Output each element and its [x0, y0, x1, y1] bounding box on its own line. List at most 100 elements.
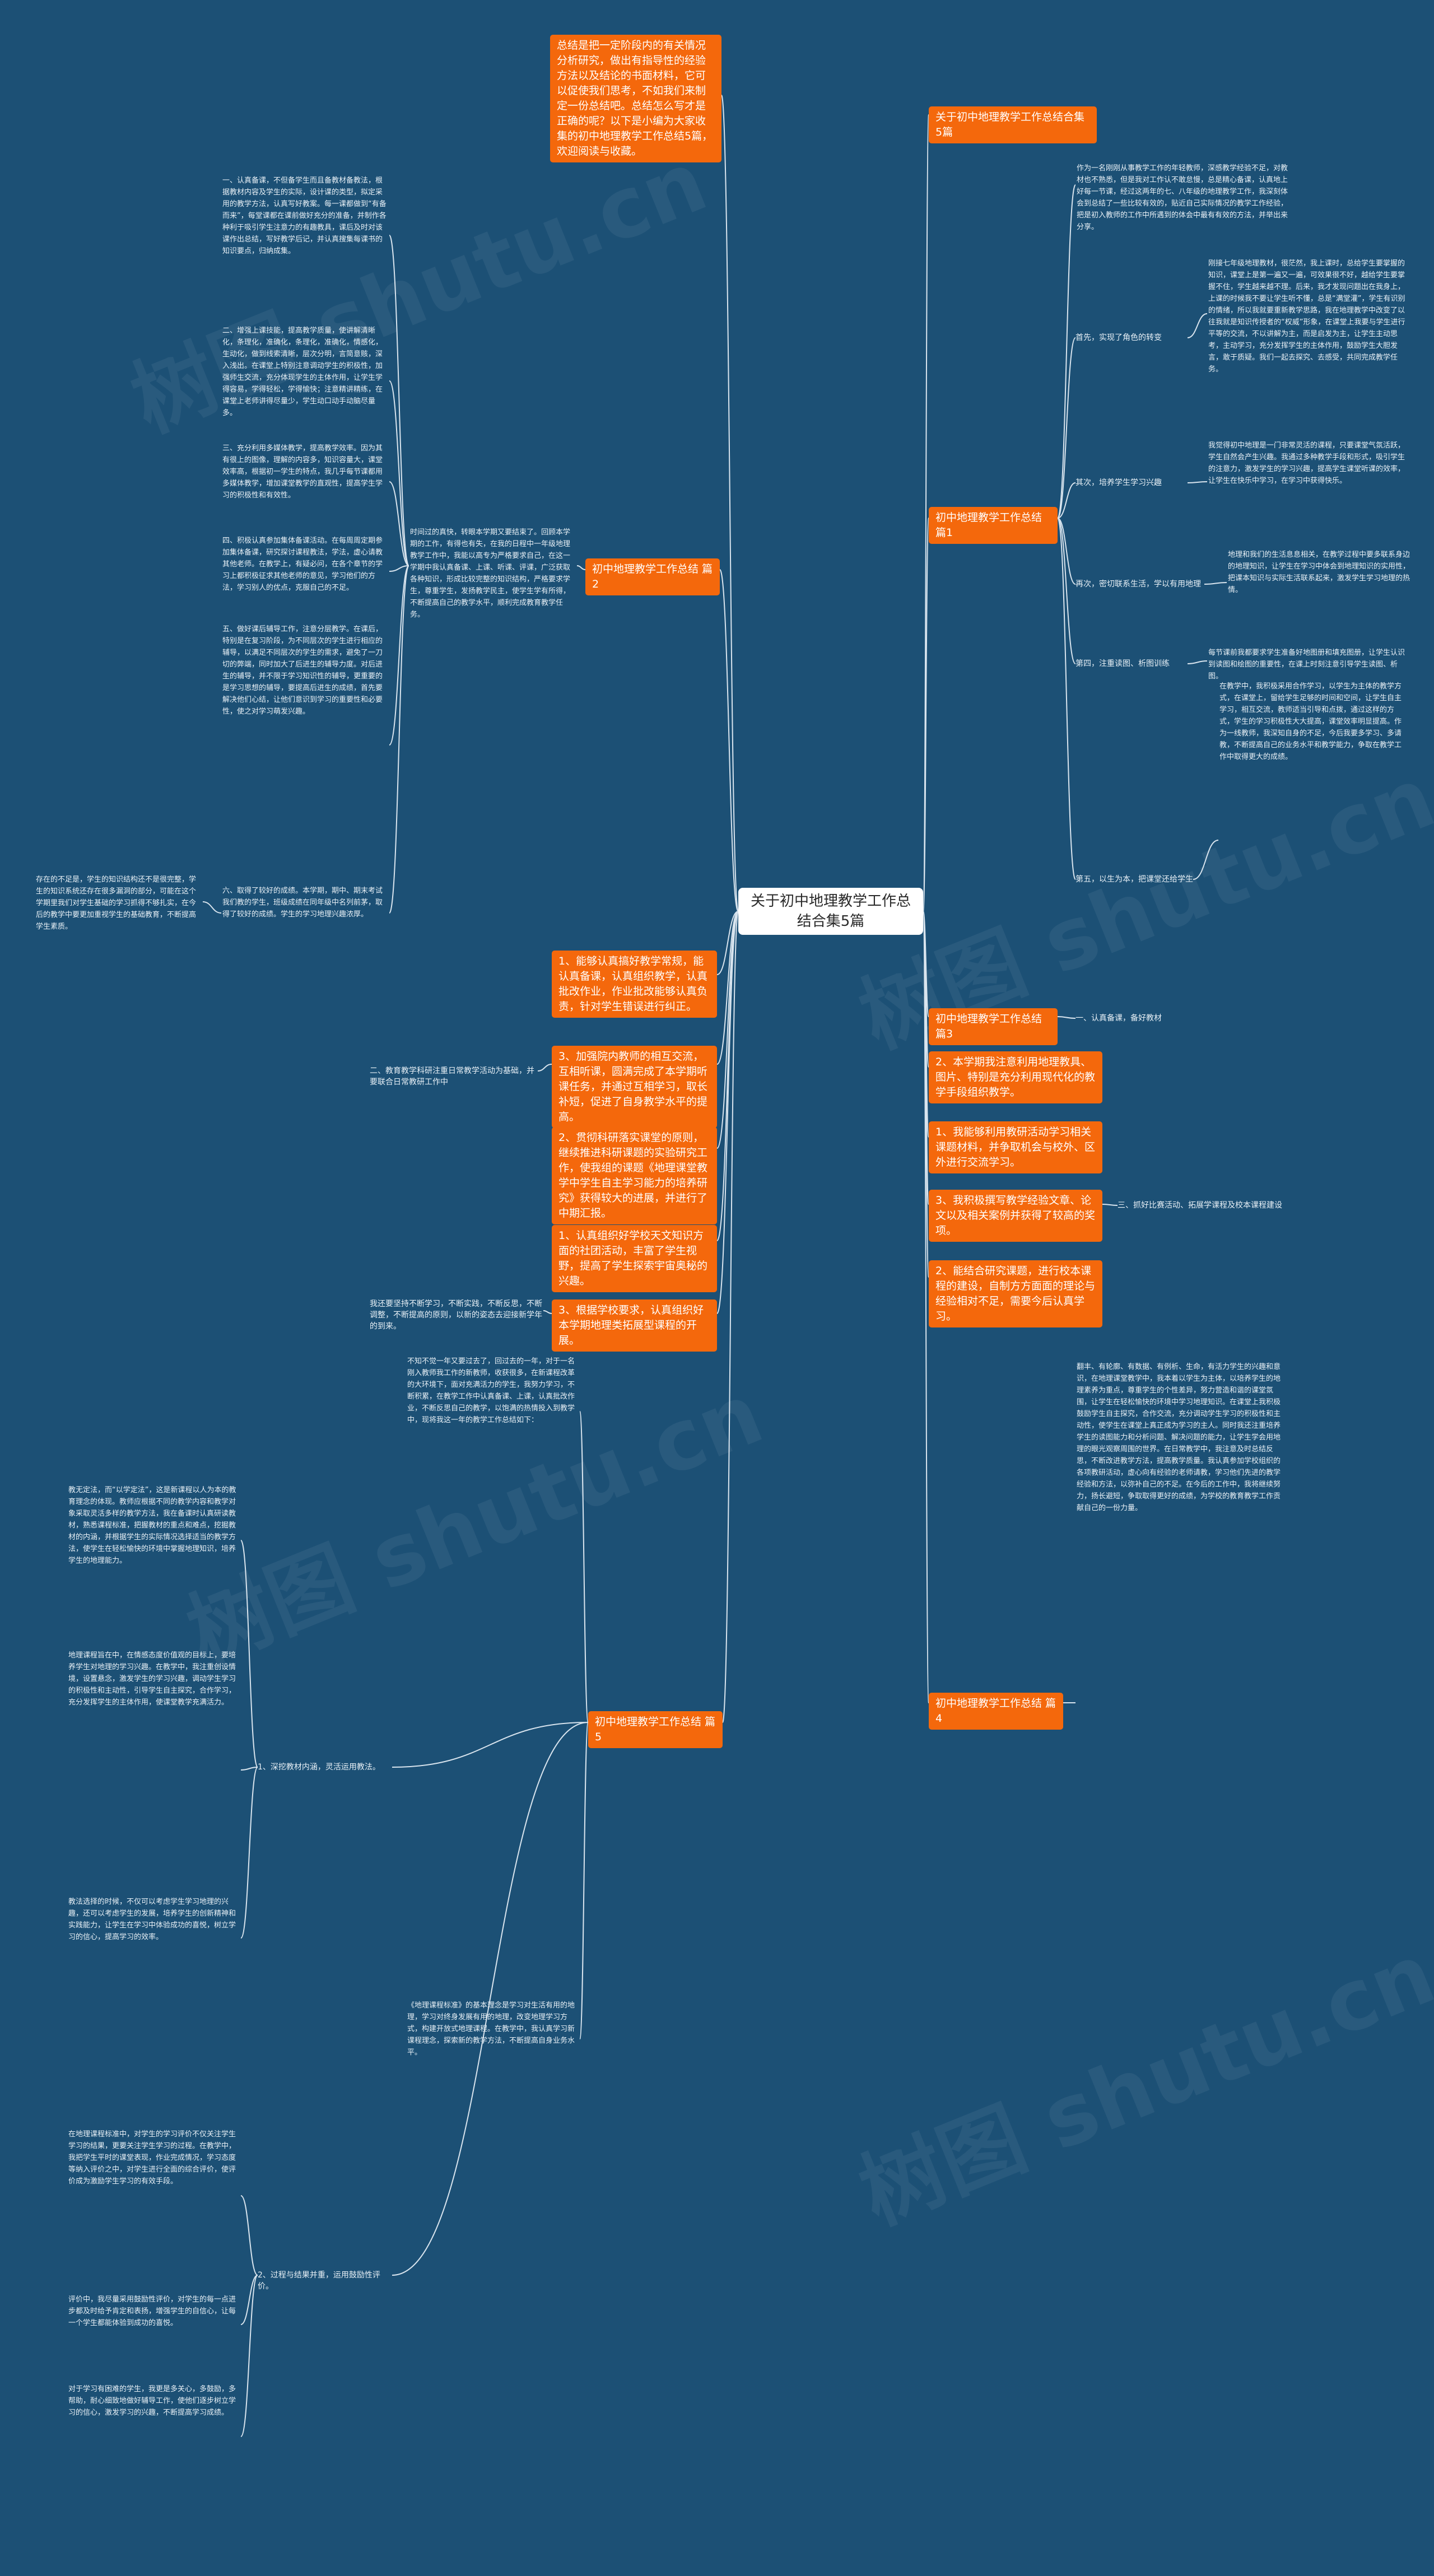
- p2-intro: 时间过的真快，转眼本学期又要结束了。回顾本学期的工作，有得也有失，在我的日程中一…: [410, 528, 571, 619]
- p2-item: 三、充分利用多媒体教学，提高教学效率。因为其有很上的图像，理解的内容多，知识容量…: [222, 444, 383, 500]
- connector-line: [1187, 660, 1208, 664]
- p2-item: 六、取得了较好的成绩。本学期，期中、期末考试我们教的学生，班级成绩在同年级中名列…: [222, 887, 383, 919]
- p1-intro: 作为一名刚刚从事教学工作的年轻教师，深感教学经验不足，对教材也不熟悉，但是我对工…: [1077, 164, 1288, 231]
- intro-node[interactable]: 总结是把一定阶段内的有关情况分析研究，做出有指导性的经验方法以及结论的书面材料，…: [550, 35, 721, 162]
- intro-text: 总结是把一定阶段内的有关情况分析研究，做出有指导性的经验方法以及结论的书面材料，…: [557, 39, 713, 157]
- connector-line: [543, 1310, 552, 1314]
- connector-line: [392, 1722, 589, 1768]
- p2-item: 四、积极认真参加集体备课活动。在每周周定期参加集体备课，研究探讨课程教法，学法，…: [222, 537, 383, 592]
- p2-side-note: 存在的不足是，学生的知识结构还不是很完整，学生的知识系统还存在很多漏洞的部分，可…: [36, 875, 197, 931]
- p1-item-label: 第五，以生为本，把课堂还给学生: [1076, 875, 1193, 884]
- p2-item: 二、增强上课技能，提高教学质量，使讲解清晰化，条理化，准确化，条理化，准确化，情…: [222, 327, 383, 417]
- p1-item-text: 刚接七年级地理教材，很茫然，我上课时，总给学生要掌握的知识，课堂上是第一遍又一遍…: [1208, 259, 1405, 374]
- connector-line: [389, 380, 409, 566]
- left-item[interactable]: 3、根据学校要求，认真组织好本学期地理类拓展型课程的开展。: [552, 1299, 717, 1352]
- connector-line: [1187, 313, 1208, 338]
- p1-node[interactable]: 初中地理教学工作总结 篇1: [929, 507, 1058, 544]
- p5-item-text: 对于学习有困难的学生，我更是多关心，多鼓励，多帮助，耐心细致地做好辅导工作，使他…: [68, 2385, 236, 2417]
- connector-line: [716, 911, 739, 975]
- connector-line: [240, 2275, 258, 2437]
- connector-line: [716, 911, 739, 1065]
- connector-line: [1193, 840, 1219, 880]
- left-item[interactable]: 3、加强院内教师的相互交流，互相听课，圆满完成了本学期听课任务，并通过互相学习，…: [552, 1046, 717, 1128]
- left-item[interactable]: 1、认真组织好学校天文知识方面的社团活动，丰富了学生视野，提高了学生探索宇宙奥秘…: [552, 1225, 717, 1292]
- connector-line: [202, 901, 222, 914]
- p1-item-label: 其次，培养学生学习兴趣: [1076, 478, 1162, 487]
- left-item[interactable]: 1、能够认真搞好教学常规，能认真备课，认真组织教学，认真批改作业，作业批改能够认…: [552, 951, 717, 1018]
- left-note: 我还要坚持不断学习，不断实践，不断反思，不断调整，不断提高的原则，以新的姿态去迎…: [370, 1299, 542, 1331]
- connector-line: [719, 569, 739, 912]
- p3-title: 初中地理教学工作总结 篇3: [935, 1013, 1042, 1040]
- connector-line: [389, 235, 409, 566]
- p1-item-label: 再次，密切联系生活，学以有用地理: [1076, 580, 1201, 589]
- p1-title: 初中地理教学工作总结 篇1: [935, 511, 1042, 539]
- connector-line: [1102, 1204, 1118, 1206]
- connector-line: [389, 565, 409, 572]
- connector-line: [721, 95, 739, 912]
- p5-node[interactable]: 初中地理教学工作总结 篇5: [588, 1711, 723, 1748]
- connector-line: [722, 911, 739, 1723]
- connector-line: [923, 911, 929, 1703]
- right-item[interactable]: 2、本学期我注意利用地理教具、图片、特别是充分利用现代化的教学手段组织教学。: [929, 1051, 1102, 1103]
- connector-line: [1057, 518, 1076, 585]
- p2-item: 一、认真备课，不但备学生而且备教材备教法，根据教材内容及学生的实际，设计课的类型…: [222, 176, 387, 255]
- p1-item-text: 每节课前我都要求学生准备好地图册和填充图册，让学生认识到读图和绘图的重要性，在课…: [1208, 649, 1405, 681]
- p3-node[interactable]: 初中地理教学工作总结 篇3: [929, 1008, 1058, 1045]
- p1-item-text: 我觉得初中地理是一门非常灵活的课程，只要课堂气氛活跃，学生自然会产生兴趣。我通过…: [1208, 441, 1405, 485]
- p2-item: 五、做好课后辅导工作，注意分层教学。在课后，特别是在复习阶段，为不同层次的学生进…: [222, 625, 383, 716]
- heading-node[interactable]: 关于初中地理教学工作总结合集5篇: [929, 106, 1097, 143]
- connector-line: [1057, 184, 1076, 519]
- right-item[interactable]: 1、我能够利用教研活动学习相关课题材料，并争取机会与校外、区外进行交流学习。: [929, 1121, 1102, 1173]
- connector-line: [1057, 518, 1076, 880]
- p5-item-text: 评价中，我尽量采用鼓励性评价，对学生的每一点进步都及时给予肯定和表扬，增强学生的…: [68, 2295, 236, 2327]
- p2-node[interactable]: 初中地理教学工作总结 篇2: [585, 558, 720, 595]
- connector-line: [579, 1411, 589, 1723]
- connector-line: [923, 114, 929, 912]
- p4-title: 初中地理教学工作总结 篇4: [935, 1697, 1056, 1725]
- connector-line: [1057, 518, 1076, 664]
- connector-line: [1204, 582, 1227, 585]
- connector-line: [716, 911, 739, 1149]
- connector-line: [240, 2275, 258, 2325]
- p5-item-text: 地理课程旨在中，在情感态度价值观的目标上，要培养学生对地理的学习兴趣。在教学中，…: [68, 1651, 236, 1707]
- p5-item-text: 教无定法，而“以学定法”，这是新课程以人为本的教育理念的体现。教师应根据不同的教…: [68, 1486, 236, 1565]
- connector-line: [389, 565, 409, 914]
- connector-line: [240, 2195, 258, 2276]
- p5-title: 初中地理教学工作总结 篇5: [595, 1716, 716, 1743]
- root-title: 关于初中地理教学工作总结合集5篇: [750, 893, 911, 930]
- connector-line: [389, 565, 409, 746]
- connector-line: [1187, 481, 1208, 483]
- connector-line: [923, 518, 929, 912]
- p4-node[interactable]: 初中地理教学工作总结 篇4: [929, 1693, 1063, 1730]
- connector-line: [716, 911, 739, 1314]
- p5-item-label: 1、深挖教材内涵，灵活运用教法。: [258, 1763, 380, 1772]
- right-item[interactable]: 3、我积极撰写教学经验文章、论文以及相关案例并获得了较高的奖项。: [929, 1190, 1102, 1242]
- p4-text: 翻丰、有轮廓、有数据、有例析、生命，有活力学生的兴趣和意识，在地理课堂教学中，我…: [1077, 1363, 1281, 1512]
- p3-text: 一、认真备课，备好教材: [1076, 1014, 1162, 1023]
- connector-line: [389, 481, 409, 566]
- connector-line: [240, 1767, 258, 1771]
- left-item[interactable]: 2、贯彻科研落实课堂的原则，继续推进科研课题的实验研究工作，使我组的课题《地理课…: [552, 1127, 717, 1224]
- p1-item-label: 第四，注重读图、析图训练: [1076, 659, 1170, 668]
- p1-item-text: 地理和我们的生活息息相关，在教学过程中要多联系身边的地理知识，让学生在学习中体会…: [1228, 551, 1410, 594]
- right-item-text: 三、抓好比赛活动、拓展学课程及校本课程建设: [1118, 1201, 1282, 1210]
- connector-line: [240, 1767, 258, 1939]
- p1-item-label: 首先，实现了角色的转变: [1076, 333, 1162, 342]
- connector-line: [576, 565, 586, 570]
- p5-intro: 不知不觉一年又要过去了，回过去的一年，对于一名刚入教师我工作的新教师，收获很多，…: [407, 1357, 575, 1424]
- p1-item-text: 在教学中，我积极采用合作学习，以学生为主体的教学方式，在课堂上，留给学生足够的时…: [1219, 682, 1402, 761]
- p5-item-text: 在地理课程标准中，对学生的学习评价不仅关注学生学习的结果，更要关注学生学习的过程…: [68, 2130, 236, 2186]
- p5-item-text: 教法选择的时候，不仅可以考虑学生学习地理的兴趣，还可以考虑学生的发展，培养学生的…: [68, 1898, 236, 1941]
- connector-line: [392, 1722, 589, 2276]
- left-note: 二、教育教学科研注重日常教学活动为基础，并要联合日常教研工作中: [370, 1066, 534, 1087]
- connector-line: [240, 1540, 258, 1768]
- connector-line: [1057, 482, 1076, 519]
- p5-item-label: 2、过程与结果并重，运用鼓励性评价。: [258, 2271, 380, 2291]
- connector-line: [537, 1064, 552, 1072]
- root-node[interactable]: 关于初中地理教学工作总结合集5篇: [738, 888, 923, 935]
- p2-title: 初中地理教学工作总结 篇2: [592, 563, 713, 590]
- right-item[interactable]: 2、能结合研究课题，进行校本课程的建设，自制方方面面的理论与经验相对不足，需要今…: [929, 1260, 1102, 1327]
- connector-line: [579, 1722, 589, 2039]
- p5-note: 《地理课程标准》的基本理念是学习对生活有用的地理，学习对终身发展有用的地理，改变…: [407, 2001, 575, 2057]
